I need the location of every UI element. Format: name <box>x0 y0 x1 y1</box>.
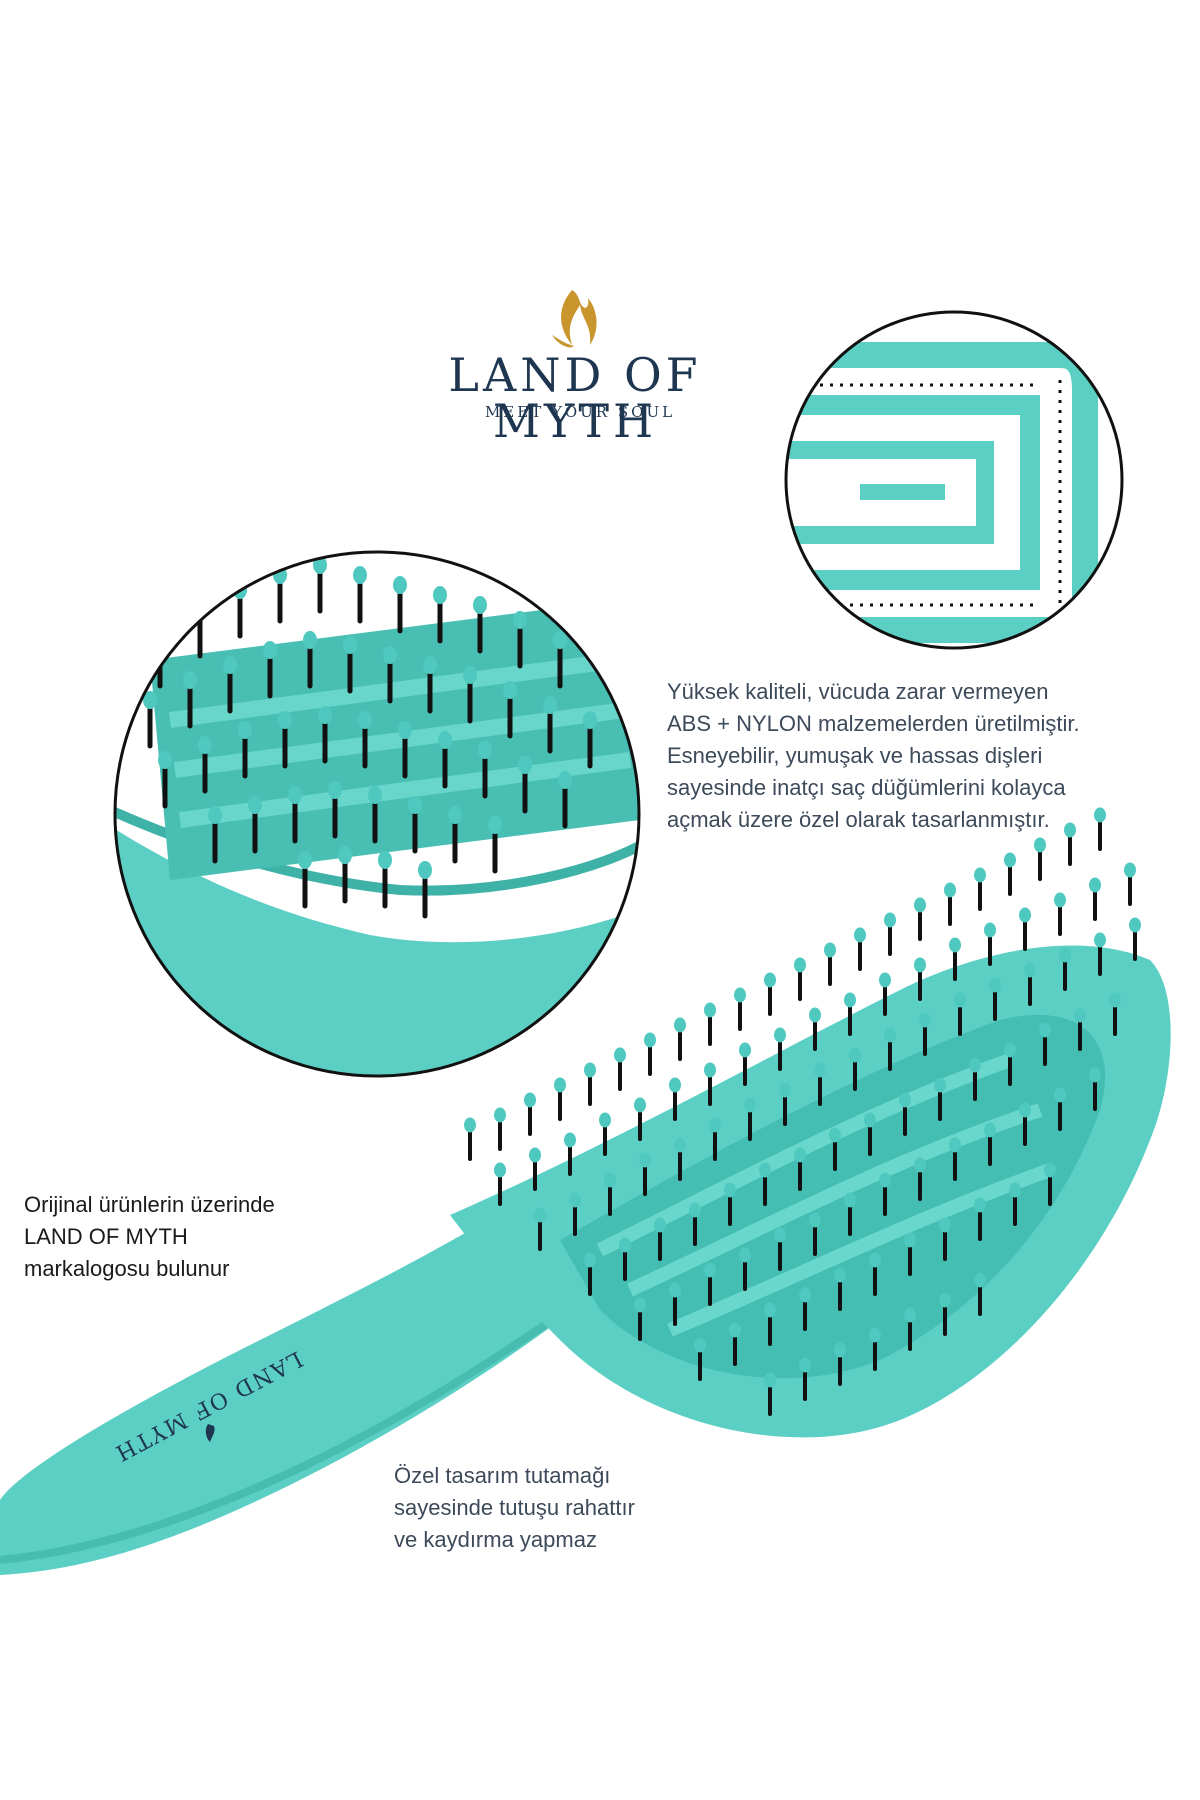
caption-line: ABS + NYLON malzemelerden üretilmiştir. <box>667 711 1080 736</box>
caption-line: ve kaydırma yapmaz <box>394 1527 597 1552</box>
handle-flame-icon <box>205 1424 215 1442</box>
flame-logo-icon <box>552 290 597 348</box>
caption-line: LAND OF MYTH <box>24 1224 188 1249</box>
caption-line: Esneyebilir, yumuşak ve hassas dişleri <box>667 743 1043 768</box>
brand-wordmark: LAND OF MYTH <box>448 348 702 448</box>
flex-frame-closeup-circle <box>784 310 1124 650</box>
hair-brush-image: LAND OF MYTH <box>0 805 1171 1575</box>
caption-line: Özel tasarım tutamağı <box>394 1463 611 1488</box>
brand-tagline: MEET YOUR SOUL <box>484 403 676 421</box>
bristle-closeup-circle <box>113 550 641 1078</box>
caption-line: açmak üzere özel olarak tasarlanmıştır. <box>667 807 1050 832</box>
handle-caption: Özel tasarım tutamağı sayesinde tutuşu r… <box>394 1460 635 1556</box>
caption-line: Yüksek kaliteli, vücuda zarar vermeyen <box>667 679 1049 704</box>
logo-caption: Orijinal ürünlerin üzerinde LAND OF MYTH… <box>24 1189 275 1285</box>
caption-line: sayesinde inatçı saç düğümlerini kolayca <box>667 775 1066 800</box>
caption-line: sayesinde tutuşu rahattır <box>394 1495 635 1520</box>
material-caption: Yüksek kaliteli, vücuda zarar vermeyen A… <box>667 676 1080 836</box>
caption-line: markalogosu bulunur <box>24 1256 230 1281</box>
caption-line: Orijinal ürünlerin üzerinde <box>24 1192 275 1217</box>
